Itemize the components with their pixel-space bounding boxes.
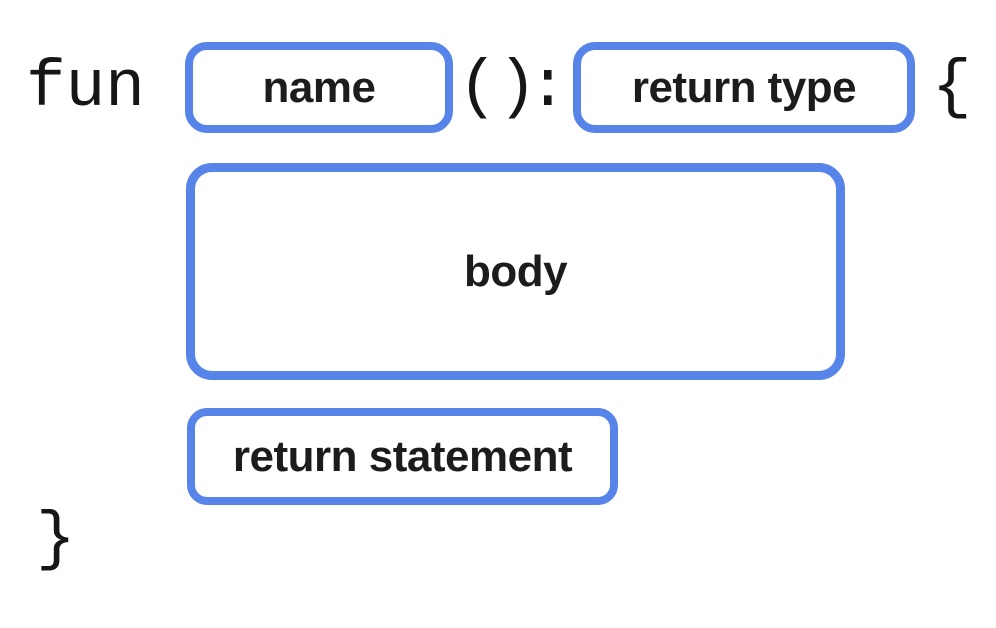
open-brace-text: { <box>932 50 972 125</box>
body-slot: body <box>186 163 845 380</box>
return-statement-slot-label: return statement <box>232 431 573 481</box>
parentheses-text: () <box>458 50 538 125</box>
return-statement-slot: return statement <box>187 408 618 505</box>
body-slot-label: body <box>463 246 568 296</box>
colon-text: : <box>528 50 568 125</box>
close-brace-text: } <box>36 502 76 577</box>
name-slot: name <box>185 42 453 133</box>
return-type-slot-label: return type <box>631 62 857 112</box>
fun-keyword-text: fun <box>26 50 145 125</box>
return-type-slot: return type <box>573 42 915 133</box>
name-slot-label: name <box>262 62 376 112</box>
